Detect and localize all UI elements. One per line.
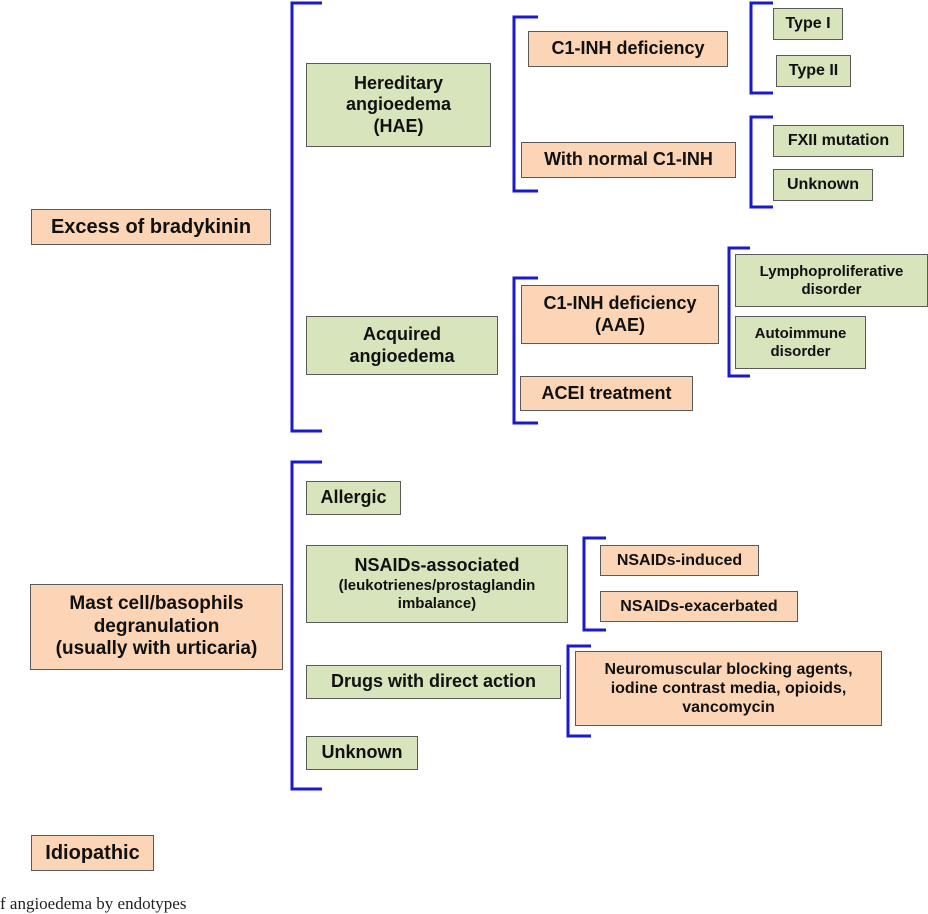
figure-caption: f angioedema by endotypes — [0, 894, 187, 913]
node-c1inh-deficiency-aae: C1-INH deficiency (AAE) — [521, 285, 719, 344]
node-type-2: Type II — [776, 55, 851, 87]
bracket-bradykinin — [290, 1, 322, 433]
node-nsaids-associated-subtitle: (leukotrienes/prostaglandin imbalance) — [338, 576, 536, 612]
bracket-normal-c1inh — [749, 115, 773, 209]
node-mast-cell-degranulation: Mast cell/basophils degranulation (usual… — [30, 584, 283, 670]
bracket-acquired — [512, 276, 538, 425]
bracket-c1inh-types — [749, 1, 773, 95]
node-c1inh-deficiency-hae: C1-INH deficiency — [528, 31, 728, 67]
node-allergic: Allergic — [306, 481, 401, 515]
node-drugs-list: Neuromuscular blocking agents, iodine co… — [575, 651, 882, 726]
node-nsaids-associated-title: NSAIDs-associated — [354, 555, 520, 576]
node-hereditary-angioedema: Hereditary angioedema (HAE) — [306, 63, 491, 147]
node-with-normal-c1inh: With normal C1-INH — [521, 142, 736, 178]
node-excess-bradykinin: Excess of bradykinin — [31, 209, 271, 245]
node-acquired-angioedema: Acquired angioedema — [306, 316, 498, 375]
bracket-nsaids — [582, 536, 606, 632]
node-nsaids-associated: NSAIDs-associated (leukotrienes/prostagl… — [306, 545, 568, 623]
node-unknown-mast: Unknown — [306, 736, 418, 770]
bracket-drugs — [566, 644, 591, 738]
node-drugs-direct-action: Drugs with direct action — [306, 665, 561, 699]
node-idiopathic: Idiopathic — [31, 835, 154, 871]
bracket-mast-cell — [290, 460, 322, 791]
node-nsaids-induced: NSAIDs-induced — [600, 545, 759, 576]
node-type-1: Type I — [773, 8, 843, 40]
node-unknown-hae: Unknown — [773, 169, 873, 201]
node-autoimmune-disorder: Autoimmune disorder — [735, 316, 866, 369]
bracket-hae — [512, 15, 538, 193]
node-fxii-mutation: FXII mutation — [773, 125, 904, 157]
node-lymphoproliferative-disorder: Lymphoproliferative disorder — [735, 254, 928, 307]
node-nsaids-exacerbated: NSAIDs-exacerbated — [600, 591, 798, 622]
bracket-aae — [727, 246, 750, 378]
node-acei-treatment: ACEI treatment — [520, 376, 693, 411]
